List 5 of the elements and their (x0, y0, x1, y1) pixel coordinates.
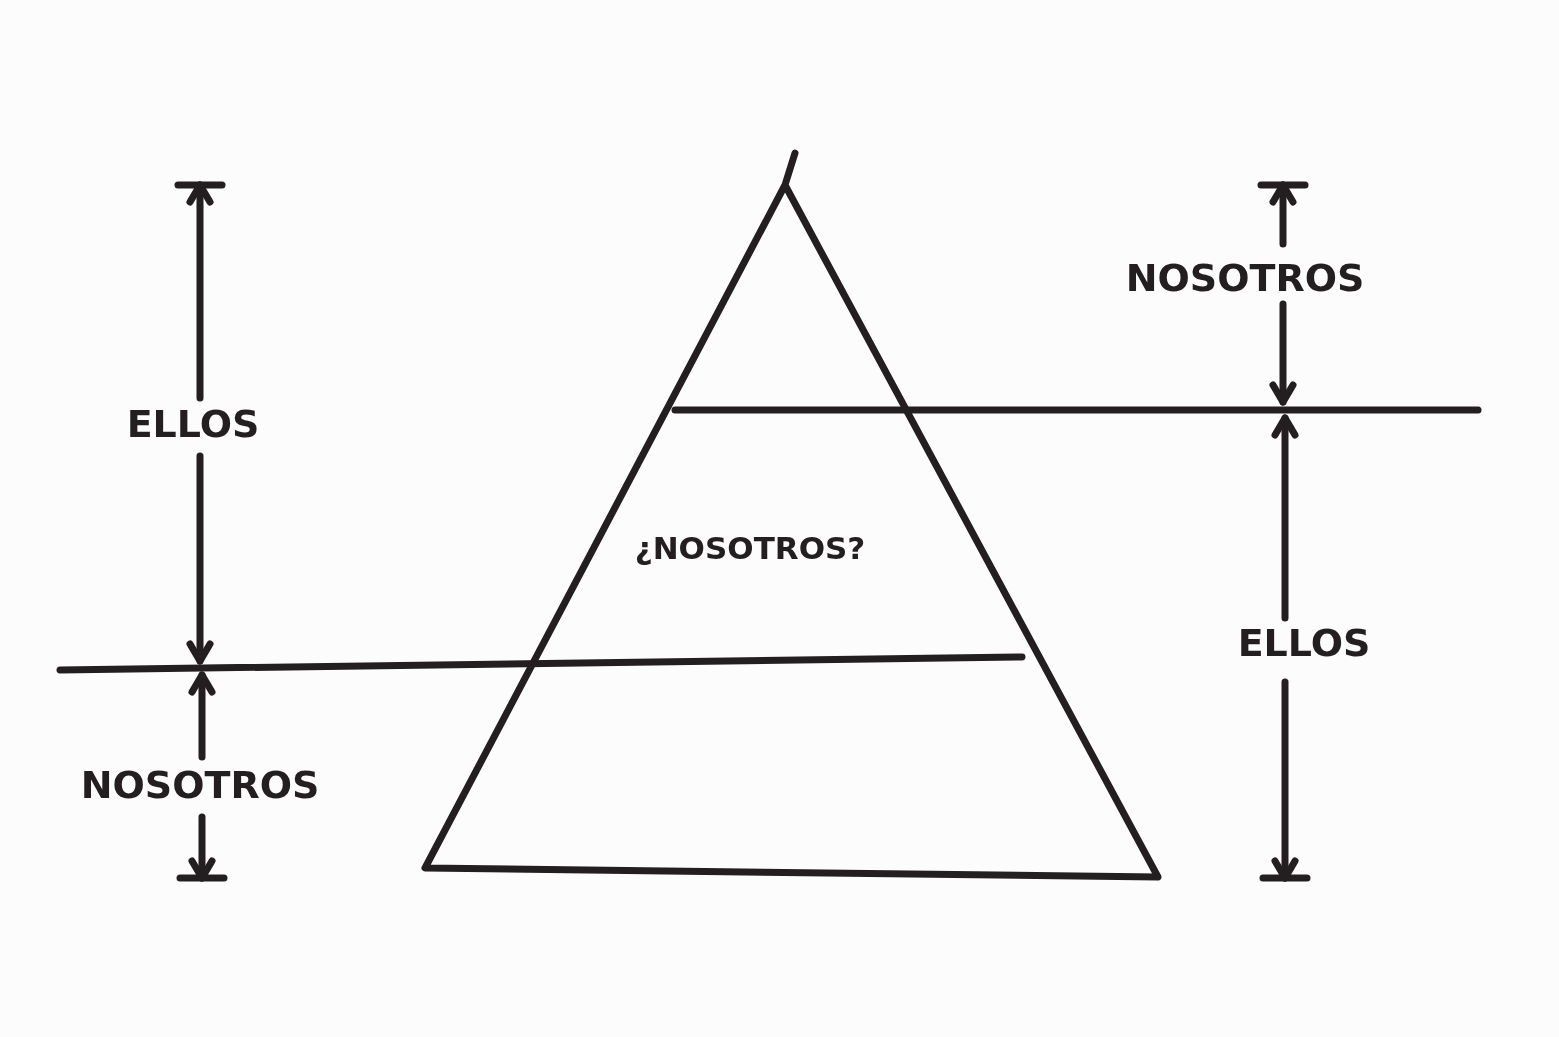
dimension-label: ELLOS (126, 405, 260, 443)
band-label: ¿NOSOTROS? (634, 532, 866, 564)
dimension-label: NOSOTROS (80, 766, 320, 804)
dimension-label: ELLOS (1237, 624, 1371, 662)
dimension-label: NOSOTROS (1125, 259, 1365, 297)
